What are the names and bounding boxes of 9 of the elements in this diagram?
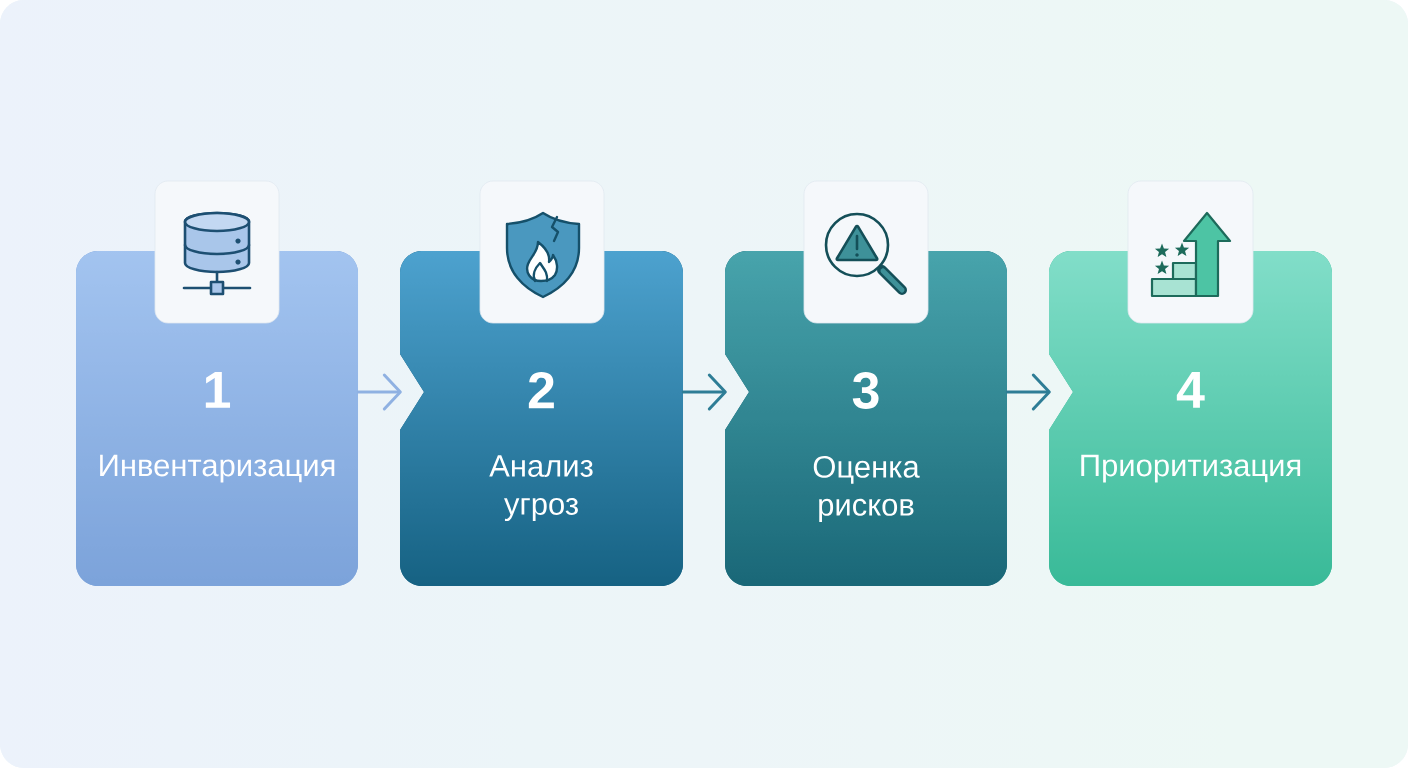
step-number: 4: [1176, 372, 1205, 408]
step-title: Приоритизация: [1081, 454, 1301, 483]
step-box: [76, 251, 358, 586]
step-title: Анализ угроз: [489, 455, 593, 522]
step-number: 2: [528, 372, 554, 409]
step-title: Инвентаризация: [100, 454, 335, 483]
step-number: 3: [852, 372, 879, 409]
step-number: 1: [205, 372, 231, 408]
step-title: Оценка рисков: [813, 455, 920, 522]
